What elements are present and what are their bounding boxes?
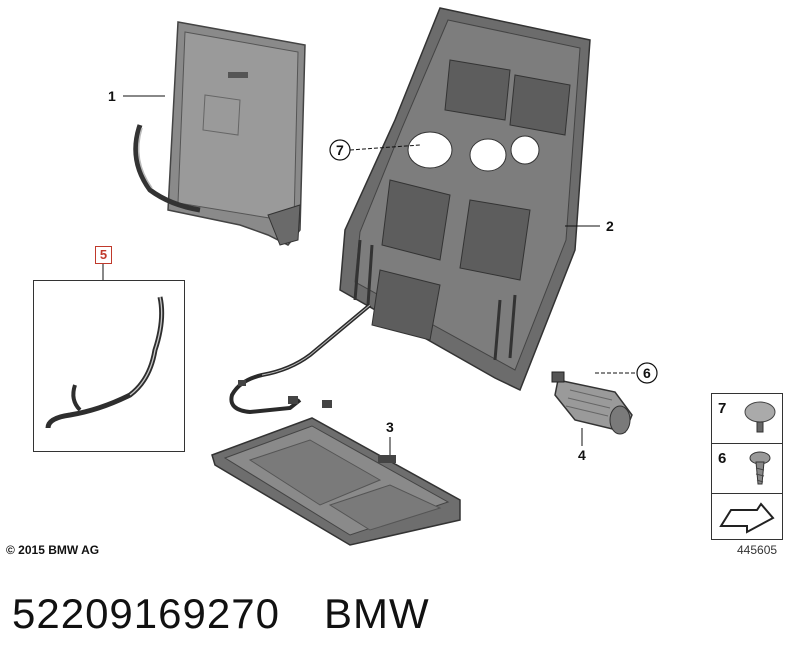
legend-arrow-box[interactable]	[711, 493, 783, 540]
callout-6-circle	[636, 362, 658, 384]
callout-7: 7	[336, 142, 344, 158]
callout-5-highlighted[interactable]: 5	[95, 246, 112, 264]
arrow-icon	[719, 502, 775, 534]
legend-item-6[interactable]: 6	[711, 443, 783, 495]
part-info-line: 52209169270 BMW	[12, 590, 474, 638]
callout-2: 2	[606, 218, 614, 234]
part-3-seat-mat[interactable]	[211, 417, 461, 546]
callout-1: 1	[108, 88, 116, 104]
callout-6: 6	[643, 365, 651, 381]
diagram-id: 445605	[737, 543, 778, 557]
part-4-control-unit[interactable]	[551, 371, 633, 435]
plug-clip-icon	[744, 401, 776, 433]
legend-num-6: 6	[718, 450, 727, 467]
cable-harness	[229, 303, 372, 415]
legend-item-7[interactable]: 7	[711, 393, 783, 445]
part-2-backrest-frame[interactable]	[339, 7, 591, 392]
brand-name: BMW	[323, 590, 430, 637]
callout-3: 3	[386, 419, 394, 435]
callout-4: 4	[578, 447, 586, 463]
copyright-text: © 2015 BMW AG	[6, 543, 100, 557]
part-5-cable[interactable]	[45, 296, 165, 429]
legend-num-7: 7	[718, 400, 727, 417]
part-number: 52209169270	[12, 590, 280, 637]
part-1-back-panel[interactable]	[133, 21, 306, 246]
screw-icon	[749, 451, 771, 485]
part-5-detail-box	[33, 280, 185, 452]
